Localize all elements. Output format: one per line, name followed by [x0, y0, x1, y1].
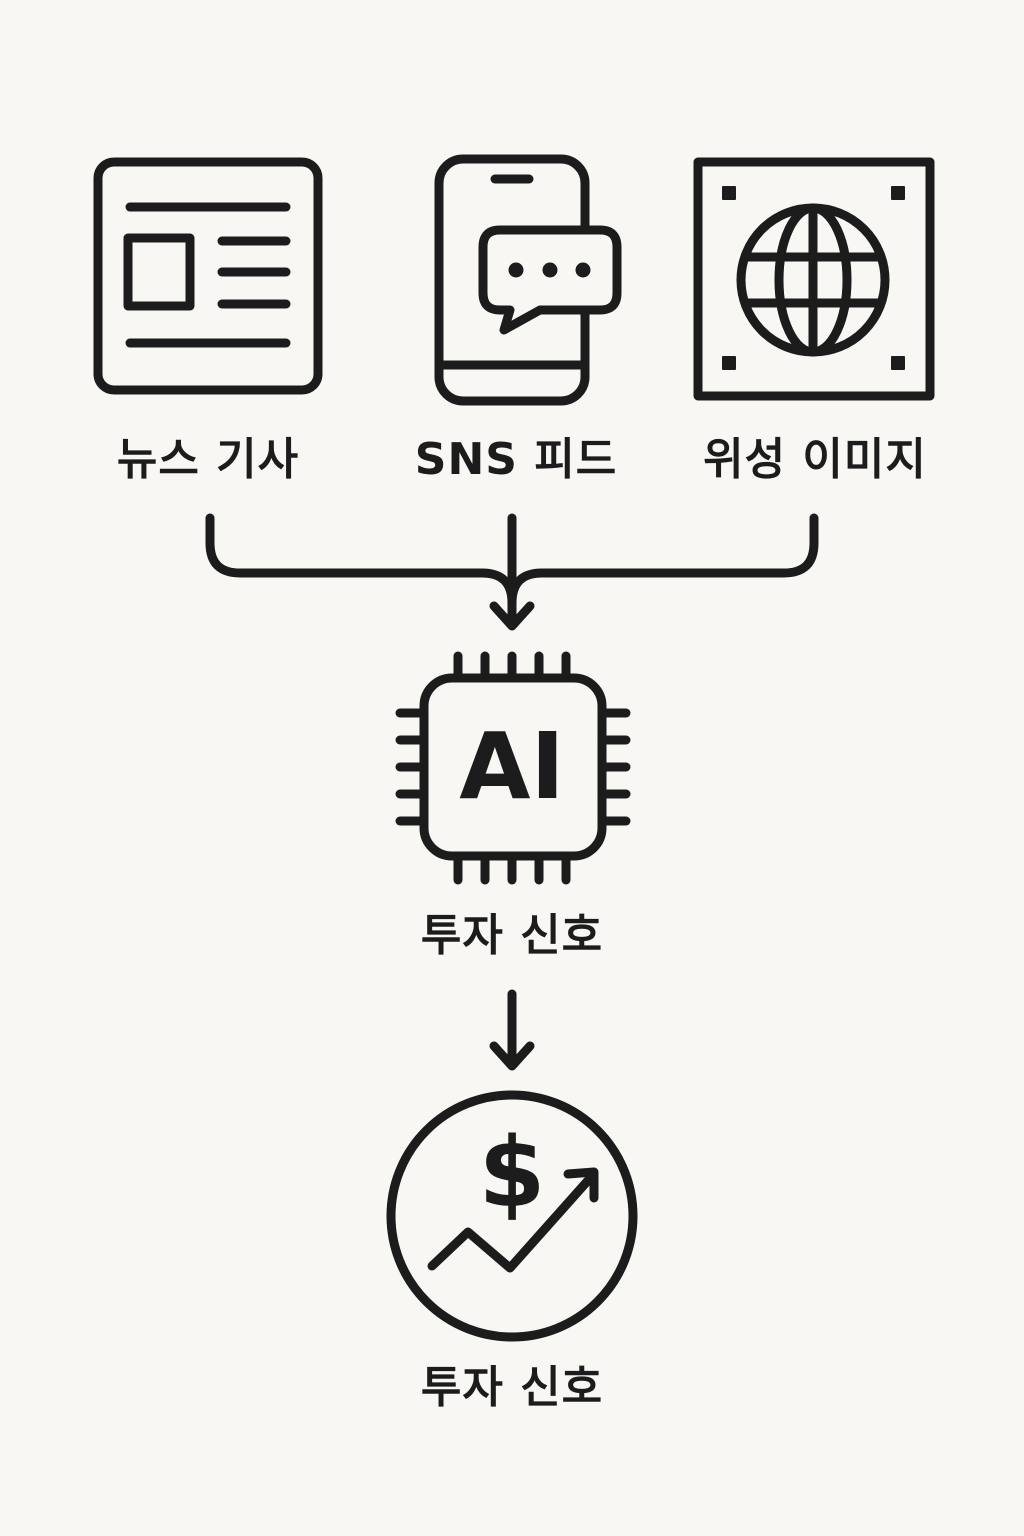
merge-connector [205, 513, 819, 629]
ai-output-label: 투자 신호 [420, 910, 604, 961]
ai-chip-icon [395, 651, 631, 885]
satellite-globe-icon [693, 157, 935, 401]
arrow-down-icon-2 [489, 989, 535, 1071]
news-article-label: 뉴스 기사 [116, 434, 300, 485]
ai-chip-label: AI [459, 713, 565, 820]
investment-signal-label: 투자 신호 [420, 1362, 604, 1413]
dollar-growth-icon [386, 1090, 638, 1342]
dollar-symbol: $ [478, 1117, 546, 1229]
smartphone-chat-icon [434, 154, 622, 406]
sns-feed-label: SNS 피드 [414, 434, 618, 485]
newspaper-icon [93, 157, 323, 395]
arrow-down-icon [489, 601, 535, 631]
satellite-image-label: 위성 이미지 [703, 434, 927, 485]
